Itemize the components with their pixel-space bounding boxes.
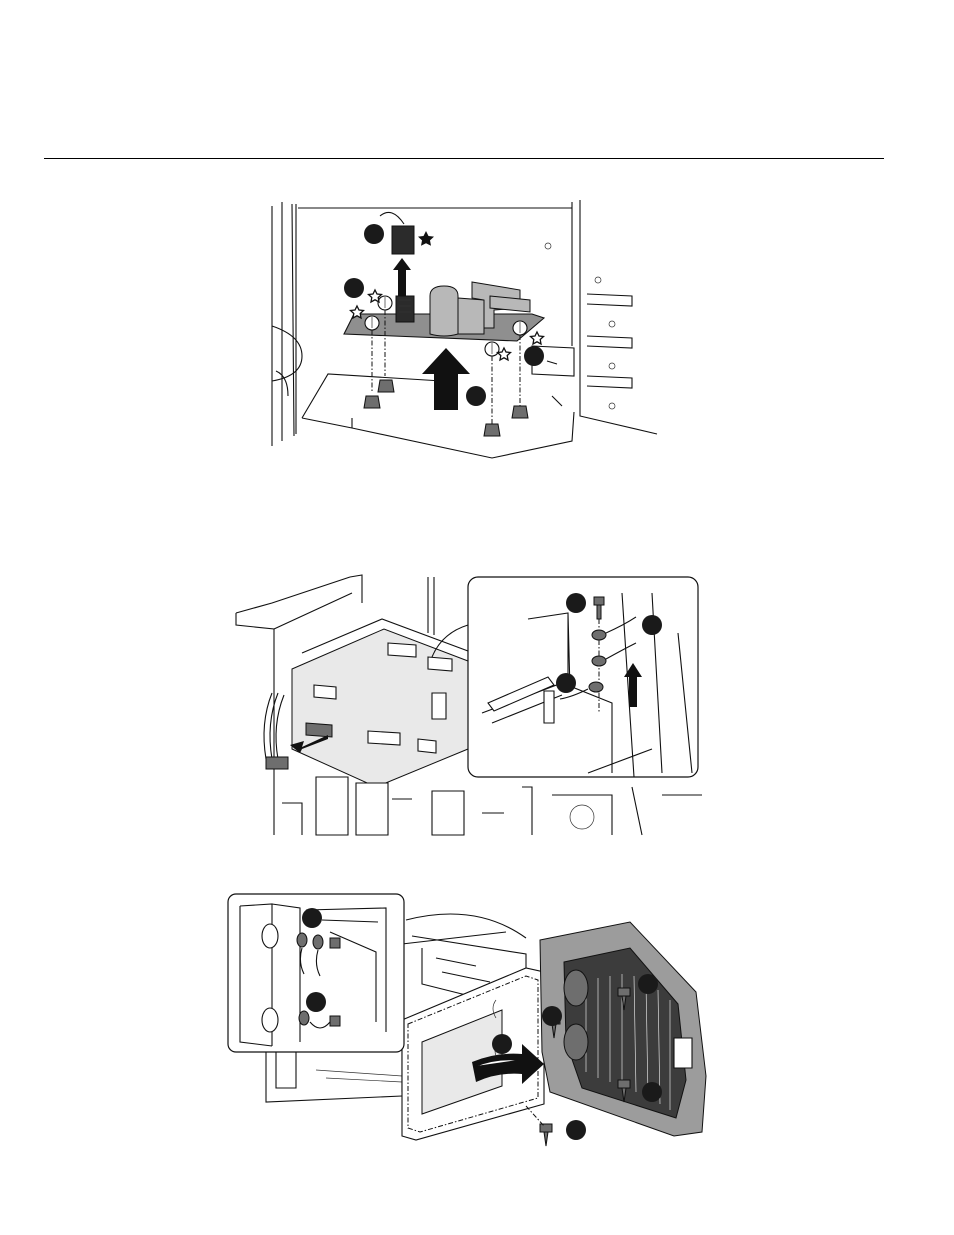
figure-3-side-cover (226, 892, 720, 1146)
callout-marker (364, 224, 384, 244)
transformer (458, 298, 484, 334)
lift-arrow-small (393, 258, 411, 296)
harness-connector (306, 723, 332, 737)
header-rule (44, 158, 884, 159)
callout-marker (302, 908, 322, 928)
figure-1-power-supply-board (262, 196, 662, 466)
harness-cable (380, 212, 404, 224)
chassis-left-wall (272, 202, 296, 446)
standoff (364, 396, 380, 408)
ground-terminal (592, 630, 606, 640)
figure-2-main-board (232, 573, 710, 835)
capacitor (430, 286, 458, 336)
callout-marker (566, 593, 586, 613)
board-connector-top (388, 643, 416, 657)
lift-arrow-large (422, 348, 470, 410)
harness-connector (392, 226, 414, 254)
lower-components (316, 777, 348, 835)
ground-terminal (297, 933, 307, 947)
star-filled-icon (418, 231, 434, 246)
